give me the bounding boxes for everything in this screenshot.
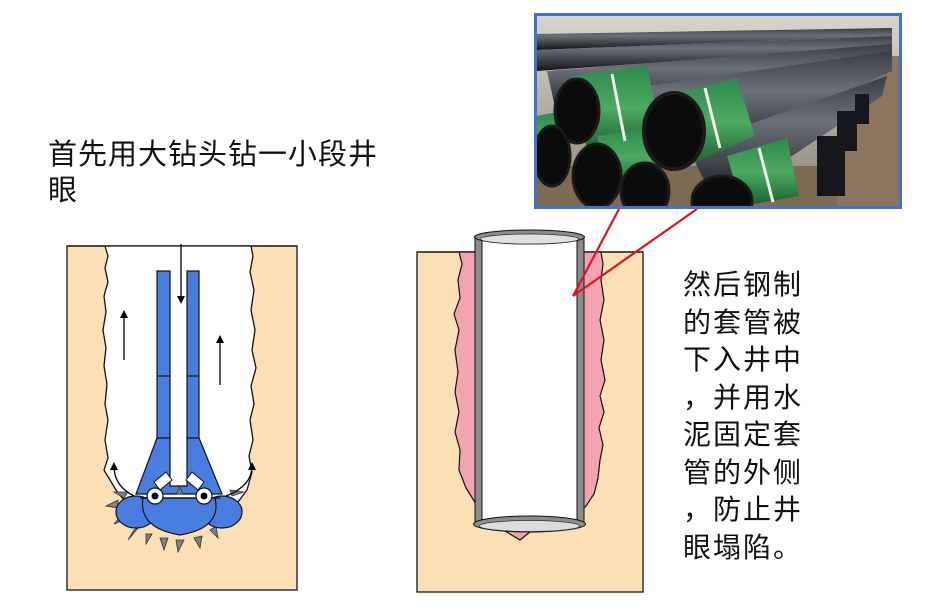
steel-pipes-image (537, 16, 899, 206)
casing-pipes-photo (534, 13, 902, 209)
caption-line: 下入井中 (683, 343, 804, 376)
borehole-cavity (102, 245, 257, 523)
casing-caption: 然后钢制 的套管被 下入井中 ，并用水 泥固定套 管的外侧 ，防止井 眼塌陷。 (683, 266, 813, 566)
casing-left-wall (474, 235, 483, 527)
caption-line: 眼塌陷。 (683, 530, 804, 564)
caption-line: ，并用水 (683, 380, 804, 414)
casing-interior (480, 238, 578, 524)
arrow-curve-up-icon (110, 462, 135, 497)
caption-line: 然后钢制 (683, 268, 804, 301)
caption-line: 泥固定套 (683, 418, 804, 451)
drill-pipe-left-wall (156, 270, 171, 440)
arrow-curve-up-icon (225, 462, 256, 497)
cased-cemented-borehole-diagram (416, 229, 644, 593)
mud-flow-arrows (110, 244, 256, 497)
drill-pipe-right-wall (186, 270, 200, 440)
drilling-borehole-diagram (66, 244, 298, 591)
roller-cone-center (141, 497, 217, 536)
caption-line: 的套管被 (683, 305, 804, 339)
caption-line: 管的外侧 (683, 455, 804, 489)
drilling-caption: 首先用大钻头钻一小段井眼 (48, 137, 379, 207)
caption-line: ，防止井 (683, 493, 804, 526)
bit-nozzle-left (146, 471, 173, 505)
callout-pointer (572, 208, 698, 297)
bit-nozzle-right (185, 471, 213, 505)
